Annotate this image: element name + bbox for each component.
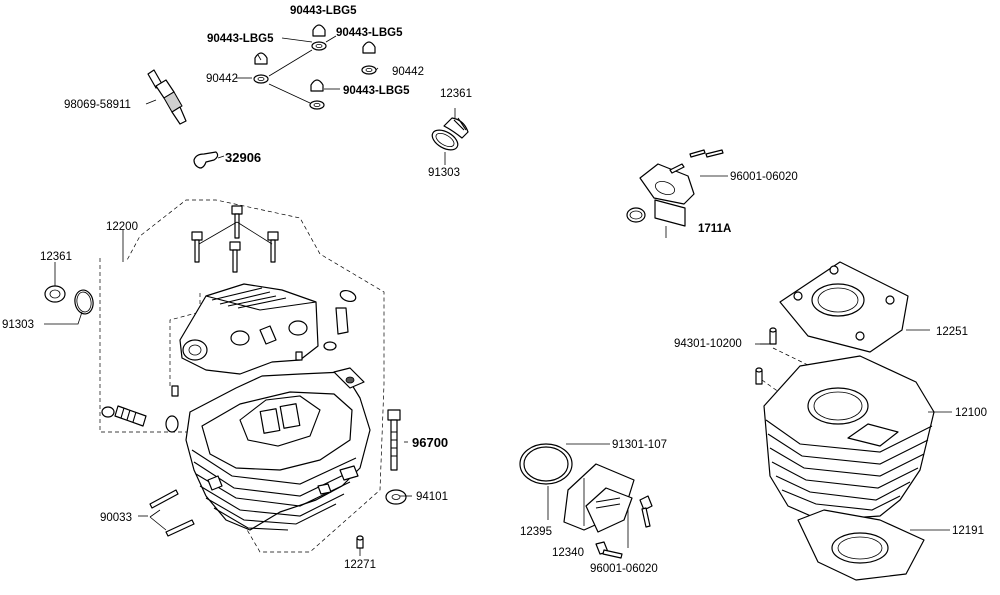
label-12191: 12191 [952,525,984,537]
small-pin [356,535,364,549]
label-32906: 32906 [225,150,261,165]
label-96700: 96700 [412,435,448,450]
label-12340: 12340 [552,547,584,559]
label-12100: 12100 [955,407,987,419]
cap-nut-1 [311,24,327,51]
label-91303-top: 91303 [428,167,460,179]
label-96001-top: 96001-06020 [730,171,798,183]
label-12251: 12251 [936,326,968,338]
spark-plug [147,69,187,125]
label-94301: 94301-10200 [674,338,742,350]
cap-nuts-group [253,24,377,110]
label-12395: 12395 [520,526,552,538]
clip-32906 [193,151,219,169]
cylinder-head-cover [179,283,319,375]
label-12361-left: 12361 [40,251,72,263]
label-1711a: 1711A [698,223,731,235]
stud-bolt [385,409,407,505]
label-90442-a: 90442 [206,73,238,85]
label-94101: 94101 [416,491,448,503]
label-90443-d: 90443-LBG5 [343,85,410,97]
head-gasket [779,261,930,353]
label-91303-left: 91303 [2,319,34,331]
dowel-pins-right [755,327,811,401]
label-12361-top: 12361 [440,88,472,100]
dowel-pins [149,489,195,537]
label-90442-b: 90442 [392,66,424,78]
cylinder-block [763,355,952,521]
label-90443-b: 90443-LBG5 [207,33,274,45]
label-90033: 90033 [100,512,132,524]
cap-nut-2 [253,52,269,84]
label-98069: 98069-58911 [64,99,131,111]
label-91301: 91301-107 [612,439,667,451]
cap-nut-3 [361,41,377,75]
cylinder-head [185,367,371,531]
valve-parts [171,289,357,397]
label-96001-bottom: 96001-06020 [590,563,658,575]
cap-nut-4 [309,79,325,110]
assembly-boundary [99,199,385,553]
tappet-cap-left [44,262,94,325]
label-12271: 12271 [344,559,376,571]
label-90443-c: 90443-LBG5 [336,27,403,39]
base-gasket [797,509,950,581]
tappet-cap-top [431,108,469,165]
intake-pipe [626,149,728,238]
head-bolts [191,205,279,273]
label-90443-a: 90443-LBG5 [290,5,357,17]
label-12200: 12200 [106,221,138,233]
gasket-cover-group [519,443,653,559]
left-valve-parts [101,405,179,433]
